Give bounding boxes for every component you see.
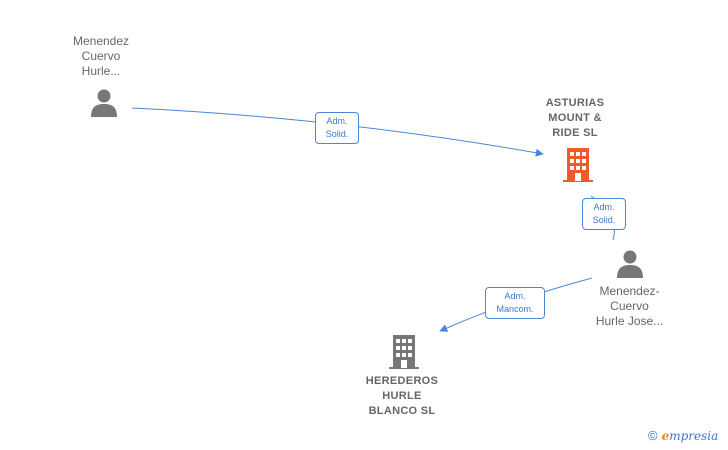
empresia-logo[interactable]: empresia [662,429,719,443]
building-icon[interactable] [562,147,594,183]
brand-initial: e [661,428,670,443]
edge-label-adm-mancom: Adm. Mancom. [485,287,545,319]
node-label-herederos[interactable]: HEREDEROS HURLE BLANCO SL [365,375,439,417]
node-label-menendez-cuervo[interactable]: Menendez Cuervo Hurle... [72,34,130,78]
copyright-symbol: © [648,428,658,443]
person-icon[interactable] [89,88,119,118]
edge-label-adm-solid: Adm. Solid. [315,112,359,144]
building-icon[interactable] [388,334,420,370]
footer-brand: © empresia [648,428,718,443]
person-icon[interactable] [615,249,645,279]
node-label-asturias[interactable]: ASTURIAS MOUNT & RIDE SL [545,97,605,139]
node-label-menendez-jose[interactable]: Menendez- Cuervo Hurle Jose... [595,284,664,328]
brand-rest: mpresia [669,428,719,443]
edge-label-adm-solid: Adm. Solid. [582,198,626,230]
